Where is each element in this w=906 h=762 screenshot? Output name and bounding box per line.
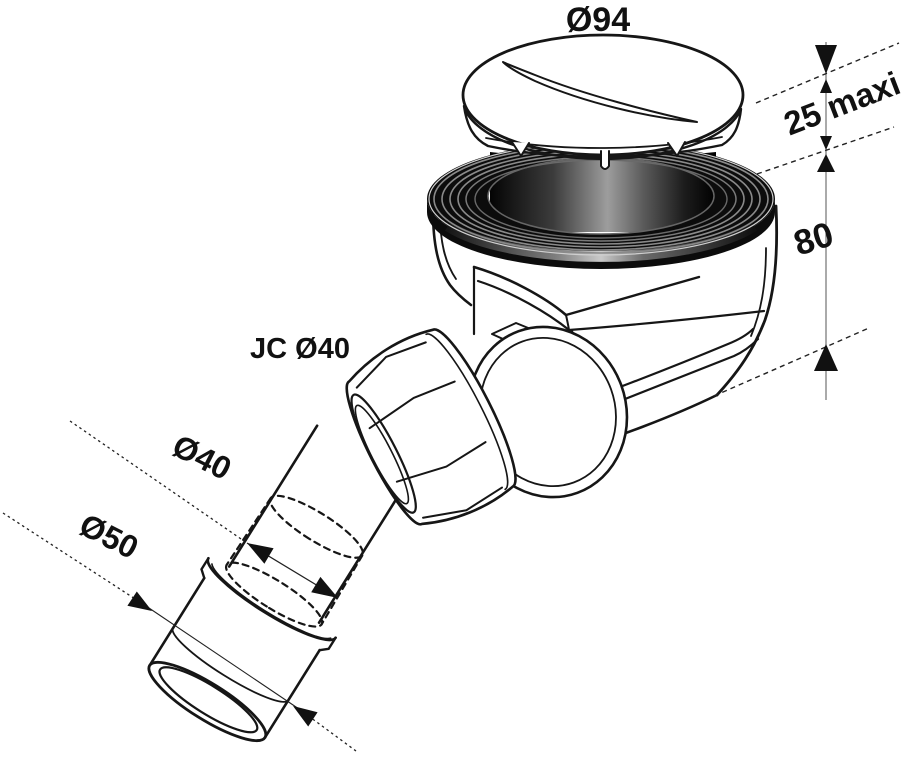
label-recess-depth: 25 maxi (779, 64, 905, 142)
cap-peg (600, 150, 610, 170)
arrowheads-80 (814, 154, 838, 371)
arrowheads-outer-diameter (127, 591, 318, 727)
hidden-pipe-dashes (224, 494, 365, 628)
seal-ring (427, 142, 775, 269)
dimensions (2, 42, 900, 752)
extension-line-seal-top (756, 126, 895, 175)
label-nut-size: JC Ø40 (250, 333, 350, 365)
locking-nut (345, 328, 517, 526)
riser-tube (490, 152, 716, 232)
push-cap (461, 33, 745, 170)
outlet-pipe (147, 424, 409, 742)
cap-dome (461, 33, 745, 157)
arrowheads-inner-diameter (247, 543, 338, 598)
extension-line-cap-top (755, 42, 900, 104)
arrowheads-25-maxi (815, 45, 837, 150)
cap-tab-left (511, 141, 530, 157)
label-pipe-outer-diameter: Ø50 (74, 506, 144, 566)
label-body-height: 80 (789, 215, 838, 264)
cap-tab-right (667, 141, 686, 157)
nut-ribs (355, 341, 503, 519)
leader-line-inner-diameter (69, 420, 245, 542)
label-cap-diameter: Ø94 (566, 1, 630, 39)
cap-slash-groove (502, 61, 698, 123)
extension-line-body-bottom (713, 327, 870, 397)
label-pipe-inner-diameter: Ø40 (167, 427, 237, 487)
